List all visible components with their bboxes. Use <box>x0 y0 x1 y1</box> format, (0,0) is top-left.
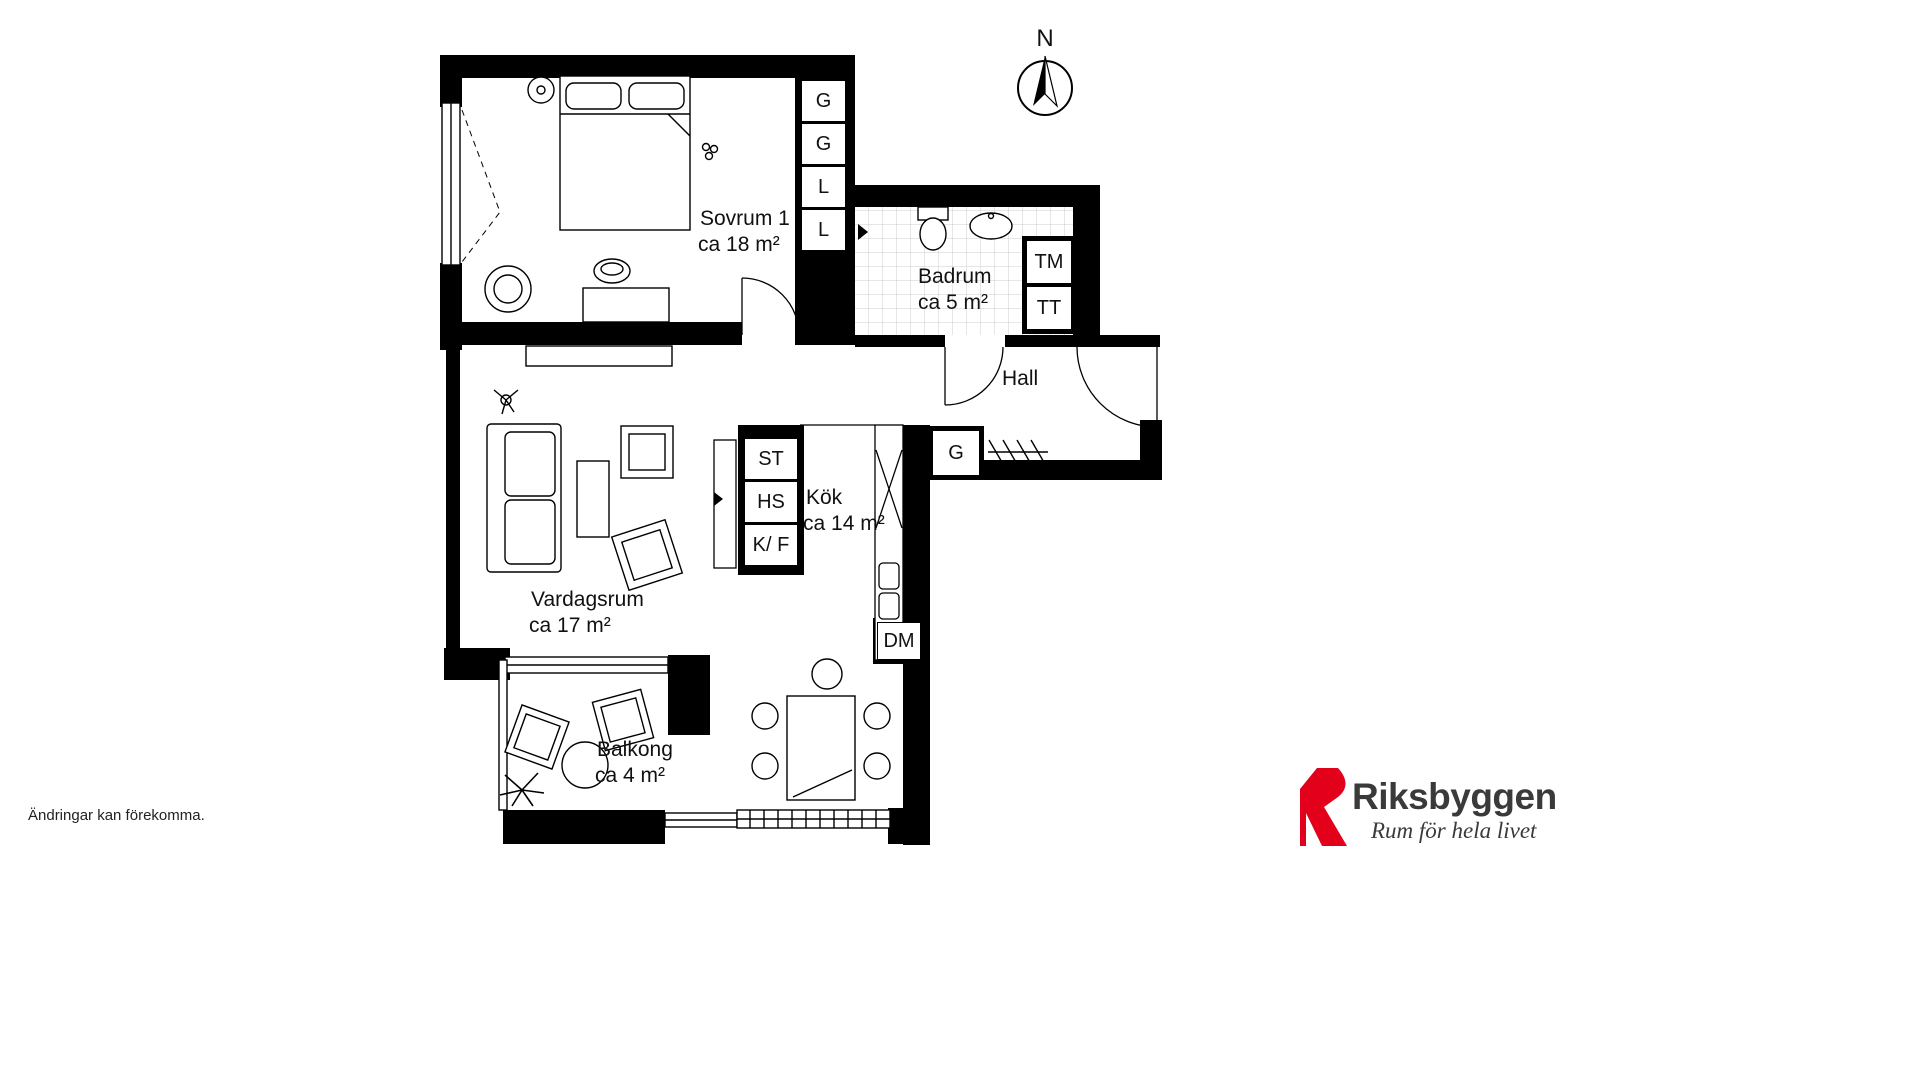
armchair-2 <box>610 518 684 592</box>
brand-name: Riksbyggen <box>1352 776 1557 817</box>
cleaning-cabinet: ST <box>744 438 798 480</box>
room-area-vardagsrum: ca 17 m² <box>529 614 611 637</box>
brand-tagline: Rum för hela livet <box>1371 818 1537 843</box>
north-label: N <box>1036 25 1054 52</box>
kitchen-counter <box>874 424 904 661</box>
washing-machine: TM <box>1026 240 1072 284</box>
riksbyggen-logo-icon <box>1300 768 1347 846</box>
shower-marker <box>858 224 868 240</box>
room-label-hall: Hall <box>1002 367 1039 390</box>
dining-set <box>751 658 891 801</box>
wardrobe-g1: G <box>801 80 846 122</box>
balcony-plant-icon <box>499 772 545 807</box>
fridge-freezer: K/ F <box>744 524 798 566</box>
dining-table <box>786 695 856 801</box>
room-label-vardagsrum: Vardagsrum <box>531 588 644 611</box>
disclaimer-text: Ändringar kan förekomma. <box>28 807 205 824</box>
balcony-chair-1 <box>504 704 570 770</box>
coat-rack <box>988 439 1048 465</box>
pillow-left <box>565 82 622 110</box>
balcony-table <box>561 741 609 789</box>
window-opening-dashes <box>461 109 501 263</box>
room-label-balkong: Balkong <box>597 738 673 761</box>
bedroom-furniture <box>484 75 719 323</box>
pillow-right <box>628 82 685 110</box>
balcony-chair-2 <box>591 688 655 752</box>
hall-closet: G <box>932 430 980 476</box>
room-label-kok: Kök <box>806 486 843 509</box>
tall-cabinet: HS <box>744 481 798 523</box>
room-area-balkong: ca 4 m² <box>595 764 666 787</box>
tumble-dryer: TT <box>1026 286 1072 330</box>
room-area-sovrum: ca 18 m² <box>698 233 780 256</box>
wardrobe-g2: G <box>801 123 846 165</box>
doors <box>741 277 1158 428</box>
bathroom-fixtures <box>858 206 1013 251</box>
kitchen-fittings <box>713 424 904 661</box>
windows <box>441 102 891 829</box>
dining-chair <box>863 702 891 730</box>
linen-closet-l2: L <box>801 209 846 251</box>
living-furniture <box>486 345 684 592</box>
entry-door <box>1076 346 1158 428</box>
dishwasher: DM <box>877 622 921 660</box>
compass-icon <box>1017 55 1073 116</box>
room-label-sovrum: Sovrum 1 <box>700 207 790 230</box>
kitchen-cabinet-strip <box>713 439 737 569</box>
bedroom-door <box>741 277 800 336</box>
room-area-kok: ca 14 m² <box>803 512 885 535</box>
dining-chair-top <box>811 658 843 690</box>
desk <box>582 287 670 323</box>
bathroom-door <box>944 346 1004 406</box>
coffee-table <box>576 460 610 538</box>
room-label-badrum: Badrum <box>918 265 992 288</box>
sink-basin-1 <box>878 562 900 590</box>
linen-closet-l1: L <box>801 166 846 208</box>
plant-small-icon <box>701 142 719 161</box>
dining-chair <box>751 752 779 780</box>
toilet-bowl <box>919 217 947 251</box>
plant-icon <box>493 389 519 415</box>
dining-chair <box>863 752 891 780</box>
dining-chair <box>751 702 779 730</box>
balcony-railing-left <box>498 659 508 811</box>
balcony-furniture <box>499 688 655 807</box>
room-area-badrum: ca 5 m² <box>918 291 989 314</box>
section-marker <box>714 492 723 506</box>
sideboard <box>525 345 673 367</box>
sink-basin-2 <box>878 592 900 620</box>
